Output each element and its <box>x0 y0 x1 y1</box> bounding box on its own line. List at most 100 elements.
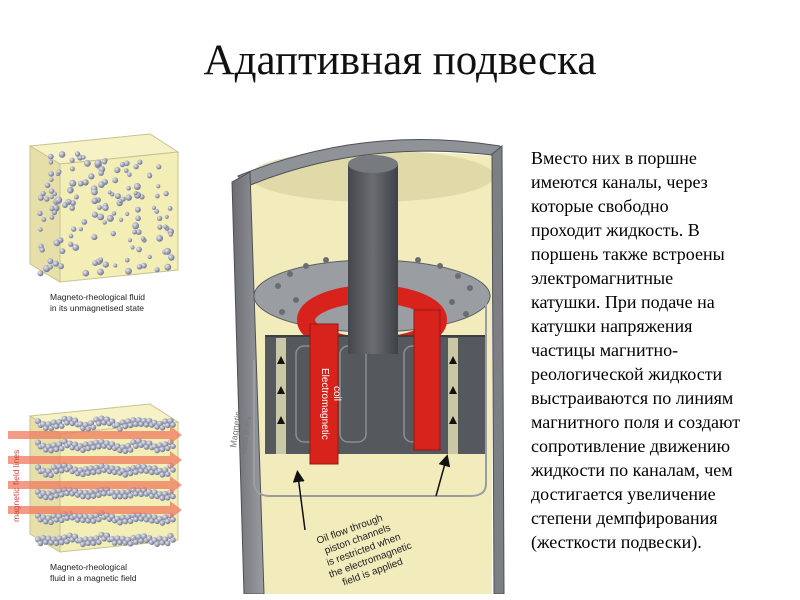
particle <box>38 227 43 232</box>
chain-particle <box>80 471 86 478</box>
body-text: Вместо них в поршне имеются каналы, чере… <box>531 146 793 554</box>
particle <box>48 160 54 165</box>
particle <box>67 199 72 204</box>
particle <box>137 159 143 165</box>
particle <box>58 263 64 270</box>
particle <box>56 169 62 175</box>
particle <box>82 179 89 186</box>
particle <box>167 206 173 211</box>
chain-particle <box>164 445 171 452</box>
chain-particle <box>53 493 60 499</box>
particle <box>68 241 74 247</box>
chain-particle <box>96 539 102 546</box>
particle <box>44 196 50 202</box>
chain-particle <box>58 517 65 524</box>
particle <box>126 186 131 191</box>
particle <box>102 261 109 268</box>
chain-particle <box>64 515 70 521</box>
particle <box>69 166 75 172</box>
chain-particle <box>164 518 171 525</box>
chain-particle <box>122 518 129 525</box>
body-line: Вместо них в поршне <box>531 148 697 168</box>
chain-particle <box>48 447 54 454</box>
particle <box>168 254 175 261</box>
unmagnetised-caption-2: in its unmagnetised state <box>50 303 144 313</box>
particle <box>164 214 169 219</box>
coil-label-1: Electromagnetic <box>319 368 330 440</box>
particle <box>133 191 138 195</box>
particle <box>110 231 116 237</box>
particle <box>82 269 90 277</box>
damper-cutaway <box>231 138 505 594</box>
chain-particle <box>122 493 129 500</box>
chain-particle <box>53 468 60 475</box>
field-arrows <box>8 426 182 519</box>
particle <box>124 160 130 167</box>
body-line: реологической жидкости <box>531 364 723 384</box>
chain-particle <box>58 539 65 546</box>
particle <box>125 211 130 216</box>
particles-random <box>37 151 175 277</box>
unmagnetised-caption-1: Magneto-rheological fluid <box>50 292 145 302</box>
particle <box>127 172 132 177</box>
body-line: магнитного поля и создают <box>531 412 741 432</box>
particle <box>151 205 157 210</box>
particle <box>78 227 83 232</box>
particle <box>37 270 44 277</box>
particle <box>154 209 160 214</box>
particle <box>132 229 138 235</box>
chain-particle <box>122 472 129 478</box>
particle <box>97 213 105 221</box>
unmagnetised-fluid-cube <box>28 133 180 283</box>
chain-particle <box>111 540 118 546</box>
damper-illustration: Magneto-rheological fluid in its unmagne… <box>8 133 505 594</box>
particle <box>107 190 112 195</box>
chain-particle <box>58 467 65 474</box>
particle <box>98 181 105 188</box>
chain-particle <box>164 540 171 547</box>
chain-particle <box>96 516 102 523</box>
chain-particle <box>58 423 65 429</box>
particle <box>136 246 142 253</box>
particle <box>101 159 108 165</box>
particle <box>154 193 160 199</box>
particle <box>168 232 173 237</box>
particle <box>71 226 77 232</box>
chain-particle <box>164 495 171 501</box>
particle <box>84 160 91 167</box>
particle <box>49 215 55 220</box>
particle <box>102 220 107 225</box>
particle <box>74 151 81 157</box>
particle <box>47 153 54 160</box>
chain-particle <box>122 448 129 455</box>
particle <box>112 177 119 184</box>
particle <box>55 196 63 204</box>
magnetised-fluid-cube <box>8 403 182 553</box>
chain-particle <box>133 443 139 450</box>
particle <box>156 234 164 242</box>
chain-particle <box>85 470 91 476</box>
chain-particle <box>64 538 70 545</box>
chain-particle <box>90 518 97 524</box>
chain-particle <box>85 494 91 500</box>
particle <box>39 247 45 253</box>
particle <box>135 215 141 222</box>
particle <box>67 188 73 194</box>
particle <box>130 245 135 250</box>
chain-particle <box>48 472 54 479</box>
body-line: степени демпфирования <box>531 508 718 528</box>
chain-particle <box>127 541 134 547</box>
particle <box>72 244 80 251</box>
chain-particle <box>170 493 176 500</box>
particle <box>133 183 141 190</box>
particle <box>41 217 47 222</box>
chain-particle <box>127 493 134 499</box>
particle <box>49 177 54 182</box>
chain-particle <box>170 537 176 543</box>
chain-particle <box>154 447 160 454</box>
particle <box>120 196 126 202</box>
particle <box>163 190 169 197</box>
body-line: электромагнитные <box>531 268 674 288</box>
particle <box>147 254 152 260</box>
particle <box>44 182 51 189</box>
